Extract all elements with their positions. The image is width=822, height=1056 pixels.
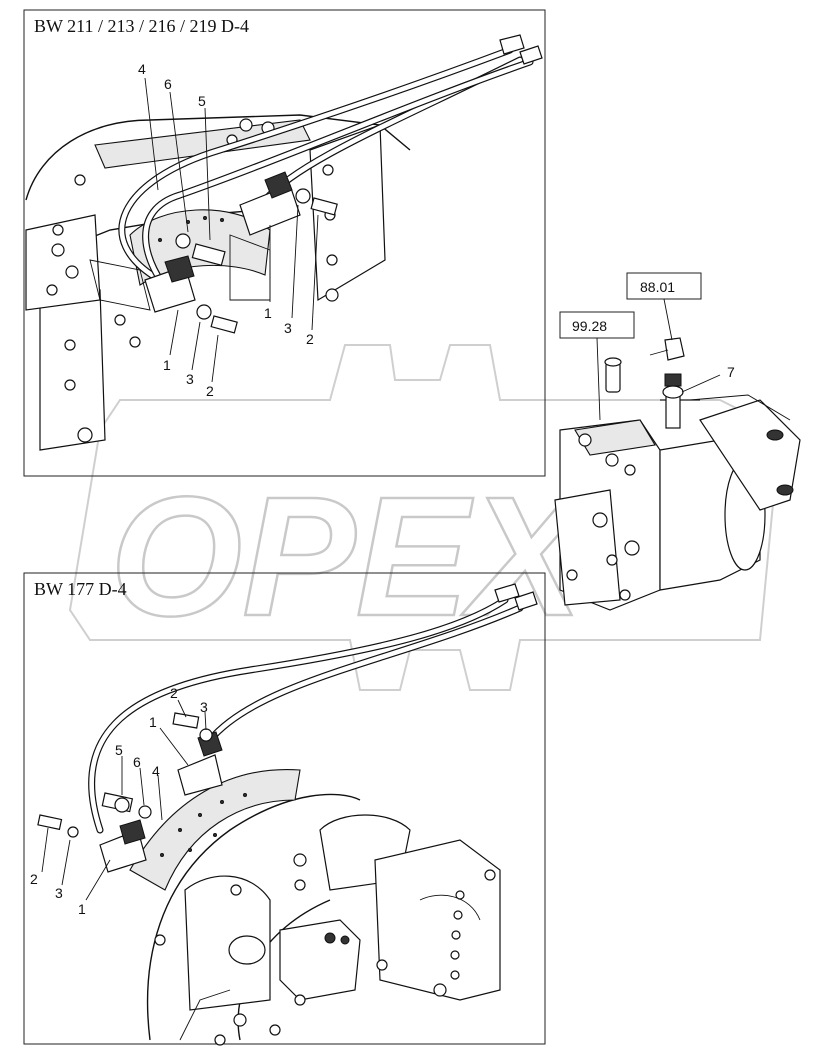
speed-sensor xyxy=(604,337,685,429)
top-hoses xyxy=(118,34,543,304)
callout-right-7: 7 xyxy=(727,364,735,380)
callout-top-5: 5 xyxy=(198,93,206,109)
callout-bottom-5: 5 xyxy=(115,742,123,758)
bottom-drum-assembly xyxy=(129,768,501,1046)
watermark: OPEX xyxy=(68,344,782,691)
top-panel-title: BW 211 / 213 / 216 / 219 D-4 xyxy=(34,16,249,36)
callout-bottom-3b: 3 xyxy=(55,885,63,901)
reference-boxes: 88.01 99.28 7 xyxy=(559,272,735,421)
callout-top-1a: 1 xyxy=(264,305,272,321)
watermark-text: OPEX xyxy=(110,462,591,652)
callout-top-3a: 3 xyxy=(284,320,292,336)
callout-top-3b: 3 xyxy=(186,371,194,387)
callout-bottom-1a: 1 xyxy=(149,714,157,730)
top-drum-assembly xyxy=(25,114,411,451)
bottom-panel-title: BW 177 D-4 xyxy=(34,579,127,599)
callout-bottom-6: 6 xyxy=(133,754,141,770)
top-callouts: 4 6 5 1 3 2 1 3 2 xyxy=(138,61,314,399)
callout-top-2b: 2 xyxy=(206,383,214,399)
bottom-sensor-brackets xyxy=(37,712,223,873)
bottom-panel-frame xyxy=(23,572,546,1045)
callout-top-2a: 2 xyxy=(306,331,314,347)
top-panel-frame xyxy=(23,9,546,477)
top-leader-lines xyxy=(144,77,319,383)
callout-top-1b: 1 xyxy=(163,357,171,373)
ref-88-01-text: 88.01 xyxy=(640,279,675,295)
hydraulic-motor xyxy=(554,394,801,611)
bottom-leader-lines xyxy=(41,699,207,901)
callout-bottom-2a: 2 xyxy=(170,685,178,701)
ref-99-28-text: 99.28 xyxy=(572,318,607,334)
callout-bottom-1b: 1 xyxy=(78,901,86,917)
callout-top-4: 4 xyxy=(138,61,146,77)
callout-bottom-2b: 2 xyxy=(30,871,38,887)
callout-top-6: 6 xyxy=(164,76,172,92)
callout-bottom-4: 4 xyxy=(152,763,160,779)
top-sensor-brackets xyxy=(144,171,338,334)
callout-bottom-3a: 3 xyxy=(200,699,208,715)
bottom-hoses xyxy=(88,583,538,834)
bottom-callouts: 2 3 1 5 6 4 2 3 1 xyxy=(30,685,208,917)
